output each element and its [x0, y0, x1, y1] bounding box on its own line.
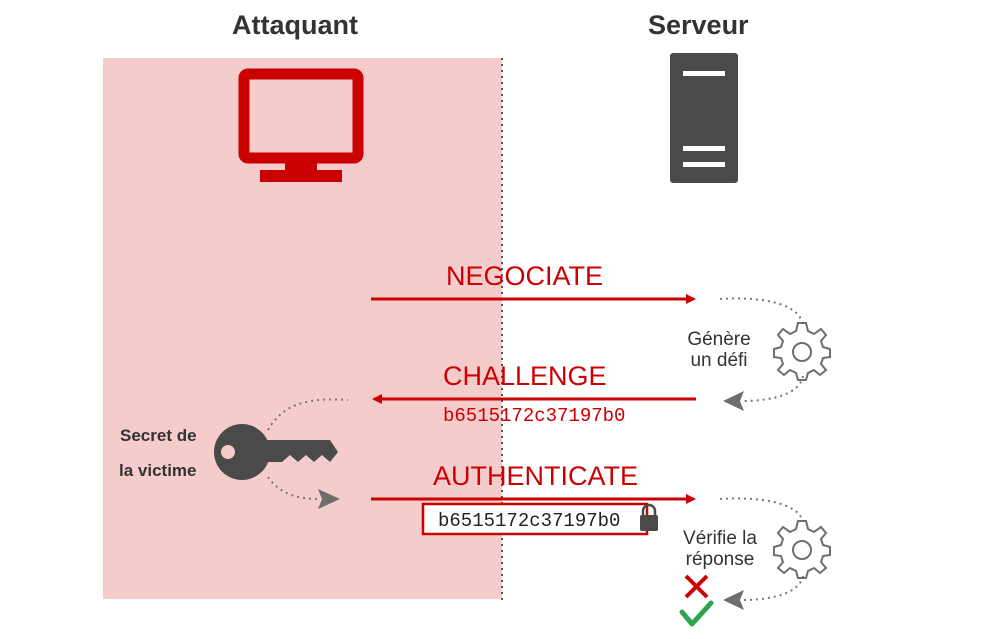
return-arrowhead: [723, 590, 744, 610]
secret-output-path: [267, 476, 319, 500]
monitor-icon: [238, 68, 364, 182]
verify-line-1: Vérifie la: [683, 528, 757, 549]
check-icon: [679, 600, 714, 627]
gear-icon: [773, 520, 831, 579]
verify-loop-path: [719, 497, 804, 523]
lock-icon: [640, 503, 658, 531]
verify-line-2: réponse: [685, 549, 755, 570]
negotiate-label: NEGOCIATE: [446, 261, 604, 291]
challenge-value: b6515172c37197b0: [443, 405, 626, 427]
response-box: [421, 502, 649, 536]
authenticate-label: AUTHENTICATE: [433, 461, 639, 491]
server-title: Serveur: [648, 10, 749, 40]
return-arrowhead: [723, 391, 744, 411]
server-icon: [670, 53, 738, 183]
victim-secret-line-1: Secret de: [120, 426, 197, 445]
generate-line-2: un défi: [690, 350, 748, 371]
attacker-title: Attaquant: [232, 10, 358, 40]
verify-return-path: [741, 575, 804, 601]
verify-response-label: Vérifie la réponse: [668, 528, 772, 570]
challenge-label: CHALLENGE: [443, 361, 607, 391]
generate-line-1: Génère: [687, 329, 751, 350]
gear-icon: [773, 322, 831, 381]
generate-return-path: [741, 375, 804, 402]
victim-secret-line-2: la victime: [119, 461, 197, 480]
secret-input-path: [267, 398, 349, 431]
generate-loop-path: [719, 297, 804, 326]
generate-challenge-label: Génère un défi: [672, 329, 766, 371]
secret-output-arrowhead: [318, 489, 340, 509]
cross-icon: [684, 574, 709, 599]
authenticate-value: b6515172c37197b0: [438, 510, 621, 532]
key-icon: [214, 424, 338, 480]
